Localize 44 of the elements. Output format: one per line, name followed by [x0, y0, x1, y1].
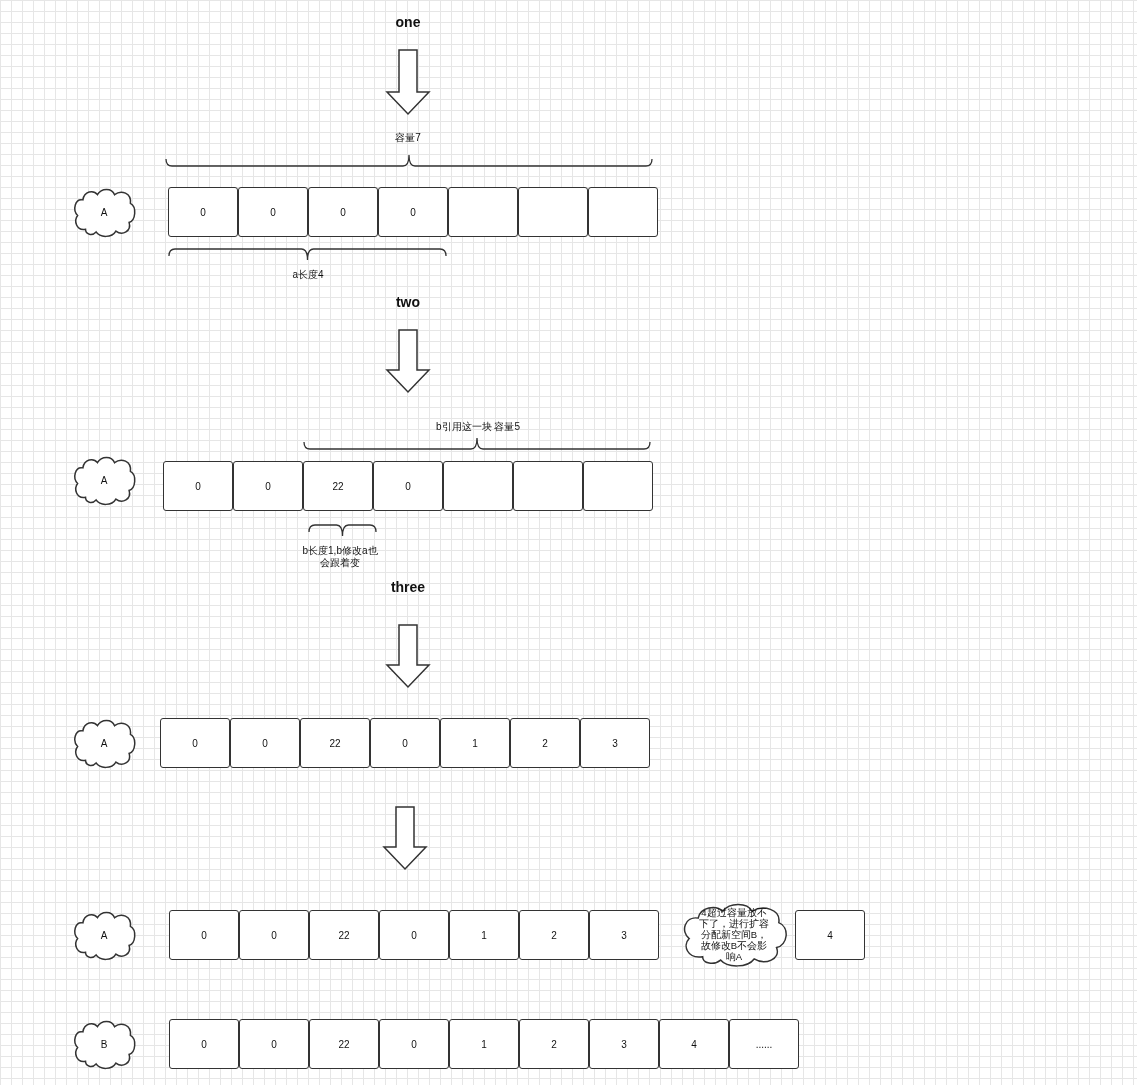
array-cell: 0: [168, 187, 238, 237]
array-cell: 0: [169, 1019, 239, 1069]
array-cell: 0: [238, 187, 308, 237]
brace-label: 容量7: [395, 131, 421, 145]
array-cell: 0: [169, 910, 239, 960]
array-cell: 22: [303, 461, 373, 511]
array-cell: 1: [449, 1019, 519, 1069]
step-heading: three: [390, 579, 426, 595]
array-cell: 2: [510, 718, 580, 768]
step-heading: two: [395, 294, 421, 310]
array-cell: 0: [379, 910, 449, 960]
array-cell: 0: [378, 187, 448, 237]
variable-cloud: A: [71, 717, 137, 769]
array-cell: 1: [449, 910, 519, 960]
array-cell: 3: [580, 718, 650, 768]
array-cell: 2: [519, 1019, 589, 1069]
array-cell: 0: [230, 718, 300, 768]
array-cell: 0: [379, 1019, 449, 1069]
array-cell: 4: [659, 1019, 729, 1069]
array-cell: 0: [233, 461, 303, 511]
array-cell: 0: [239, 910, 309, 960]
array-cell: 3: [589, 1019, 659, 1069]
array-cell: 3: [589, 910, 659, 960]
array-cell: 0: [239, 1019, 309, 1069]
variable-cloud: A: [71, 186, 137, 238]
array-cell: 4: [795, 910, 865, 960]
variable-cloud: B: [71, 1018, 137, 1070]
array-cell: 22: [309, 910, 379, 960]
variable-cloud: A: [71, 909, 137, 961]
array-cell: 22: [300, 718, 370, 768]
brace-label: a长度4: [292, 268, 324, 282]
variable-cloud: A: [71, 454, 137, 506]
array-cell: 22: [309, 1019, 379, 1069]
array-cell: 0: [160, 718, 230, 768]
brace-label: b长度1,b修改a也会跟着变: [301, 545, 379, 569]
array-cell: 0: [163, 461, 233, 511]
array-cell: 0: [373, 461, 443, 511]
array-cell: ......: [729, 1019, 799, 1069]
brace-label: b引用这一块 容量5: [436, 420, 520, 434]
step-heading: one: [395, 14, 421, 30]
array-cell: 1: [440, 718, 510, 768]
array-cell: 0: [308, 187, 378, 237]
array-cell: 2: [519, 910, 589, 960]
array-cell: 0: [370, 718, 440, 768]
